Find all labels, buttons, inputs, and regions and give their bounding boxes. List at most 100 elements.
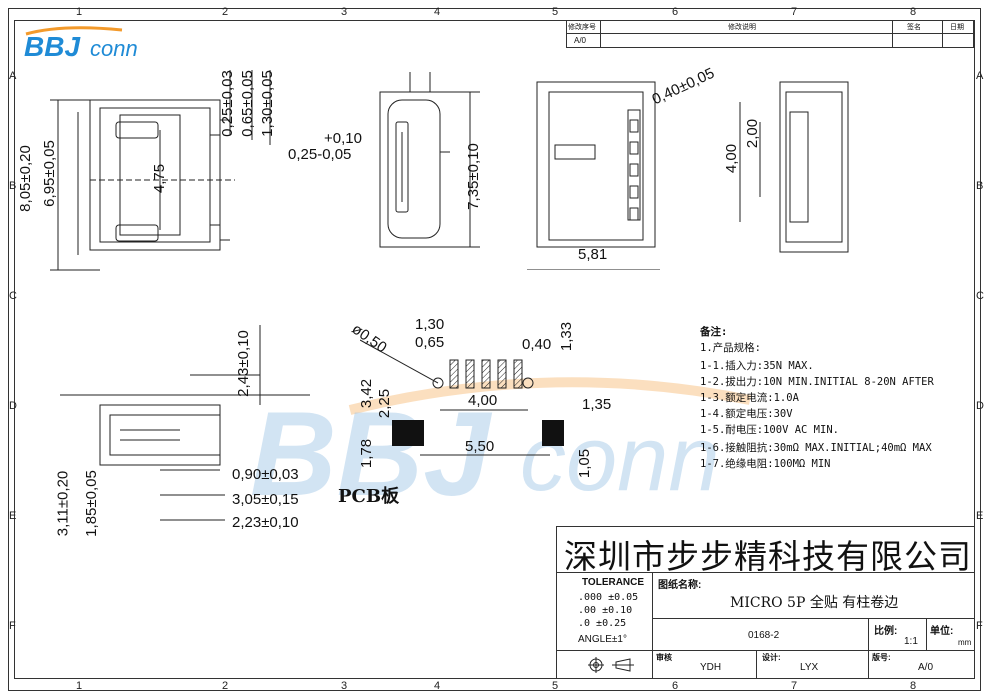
tolerance-row: .0 ±0.25 — [578, 618, 627, 629]
zone-right-C: C — [976, 290, 984, 302]
projection-symbol-icon — [588, 657, 634, 673]
unit-value: mm — [958, 638, 972, 647]
designer-name: LYX — [800, 662, 819, 673]
zone-left-F: F — [9, 620, 16, 632]
logo-watermark: BBJ conn — [250, 377, 751, 510]
dim-pcb-2: 0,65 — [415, 334, 445, 351]
scale-label: 比例: — [874, 626, 898, 637]
note-item: 1-4.额定电压:30V — [700, 408, 793, 420]
notes-section: 1.产品规格: — [700, 342, 761, 354]
logo-graphic: BBJ conn — [24, 26, 138, 62]
zone-right-A: A — [976, 70, 984, 82]
note-item: 1-7.绝缘电阻:100MΩ MIN — [700, 458, 831, 470]
design-label: 设计: — [762, 653, 781, 662]
drawing-inner-frame — [14, 20, 975, 679]
dim-profile-2: 3,05±0,15 — [232, 491, 299, 508]
note-item: 1-5.耐电压:100V AC MIN. — [700, 424, 839, 436]
revision-header-sign: 签名 — [907, 24, 921, 31]
version-value: A/0 — [918, 662, 934, 673]
company-logo: BBJ conn — [22, 26, 172, 62]
zone-left-A: A — [9, 70, 17, 82]
dim-front-top-2: 0,65±0,05 — [238, 70, 256, 137]
zone-right-F: F — [976, 620, 983, 632]
zone-top-7: 7 — [791, 6, 798, 18]
company-name: 深圳市步步精科技有限公司 — [564, 537, 972, 576]
dim-end-width: 0,25-0,05 — [288, 146, 352, 163]
unit-label: 单位: — [930, 626, 954, 637]
svg-text:BBJ: BBJ — [250, 387, 492, 510]
dim-top-width: 5,81 — [578, 246, 608, 263]
dim-profile-1: 0,90±0,03 — [232, 466, 299, 483]
side-view — [739, 81, 849, 253]
dim-pcb-10: 1,78 — [358, 438, 376, 469]
review-label: 审核 — [656, 653, 672, 662]
dim-profile-3: 2,23±0,10 — [232, 514, 299, 531]
zone-bottom-7: 7 — [791, 680, 798, 692]
dim-pcb-9: 1,35 — [582, 396, 612, 413]
zone-right-E: E — [976, 510, 984, 522]
dim-profile-height: 2,43±0,10 — [234, 330, 252, 397]
dim-pcb-1: 1,30 — [415, 316, 445, 333]
note-item: 1-3.额定电流:1.0A — [700, 392, 799, 404]
side-profile-view — [60, 325, 310, 521]
dim-side-outer: 4,00 — [723, 143, 741, 174]
dim-end-tol: +0,10 — [324, 130, 362, 147]
revision-table — [566, 20, 974, 48]
top-view — [527, 81, 660, 270]
dim-profile-4: 3,11±0,20 — [54, 470, 72, 537]
zone-bottom-3: 3 — [341, 680, 348, 692]
tolerance-row: .00 ±0.10 — [578, 605, 633, 616]
version-label: 版号: — [872, 653, 891, 662]
dim-pcb-11: 5,50 — [465, 438, 495, 455]
tolerance-row: .000 ±0.05 — [578, 592, 639, 603]
front-view — [50, 70, 271, 271]
zone-bottom-8: 8 — [910, 680, 917, 692]
title-block — [556, 526, 975, 679]
svg-text:BBJ: BBJ — [24, 31, 81, 60]
end-view — [379, 72, 480, 248]
note-item: 1-1.插入力:35N MAX. — [700, 360, 814, 372]
notes-title: 备注: — [700, 326, 728, 338]
dim-profile-5: 1,85±0,05 — [82, 470, 100, 537]
dim-front-inner-height: 6,95±0,05 — [40, 140, 58, 207]
zone-top-2: 2 — [222, 6, 229, 18]
zone-top-8: 8 — [910, 6, 917, 18]
zone-bottom-5: 5 — [552, 680, 559, 692]
zone-left-B: B — [9, 180, 17, 192]
dim-front-overall-height: 8,05±0,20 — [16, 145, 34, 212]
pcb-label: PCB板 — [338, 486, 400, 507]
revision-header-desc: 修改说明 — [728, 24, 756, 31]
zone-bottom-1: 1 — [76, 680, 83, 692]
zone-right-D: D — [976, 400, 984, 412]
zone-top-3: 3 — [341, 6, 348, 18]
revision-header-date: 日期 — [950, 24, 964, 31]
revision-header-no: 修改序号 — [568, 24, 596, 31]
dim-front-pin-span: 4,75 — [151, 163, 169, 194]
zone-left-E: E — [9, 510, 17, 522]
dim-pcb-12: 1,05 — [576, 448, 594, 479]
zone-bottom-4: 4 — [434, 680, 441, 692]
svg-text:conn: conn — [90, 36, 138, 60]
zone-top-5: 5 — [552, 6, 559, 18]
dim-front-top-3: 1,30±0,05 — [258, 70, 276, 137]
dim-side-inner: 2,00 — [744, 118, 762, 149]
note-item: 1-6.接触阻抗:30mΩ MAX.INITIAL;40mΩ MAX — [700, 442, 932, 454]
drawing-name: MICRO 5P 全贴 有柱卷边 — [730, 595, 899, 611]
dim-pcb-8: 4,00 — [468, 392, 498, 409]
reviewer-name: YDH — [700, 662, 722, 673]
zone-bottom-2: 2 — [222, 680, 229, 692]
dim-pcb-6: 3,42 — [358, 378, 376, 409]
zone-top-4: 4 — [434, 6, 441, 18]
tolerance-label: TOLERANCE — [582, 577, 645, 588]
scale-value: 1:1 — [904, 636, 918, 647]
drawing-name-label: 图纸名称: — [658, 580, 702, 591]
zone-top-6: 6 — [672, 6, 679, 18]
dim-pcb-7: 2,25 — [376, 388, 394, 419]
zone-left-D: D — [9, 400, 17, 412]
zone-bottom-6: 6 — [672, 680, 679, 692]
zone-top-1: 1 — [76, 6, 83, 18]
dim-pcb-4: 1,33 — [558, 321, 576, 352]
note-item: 1-2.拔出力:10N MIN.INITIAL 8-20N AFTER — [700, 376, 934, 388]
drawing-outer-frame — [8, 8, 981, 691]
pcb-footprint — [360, 339, 564, 456]
